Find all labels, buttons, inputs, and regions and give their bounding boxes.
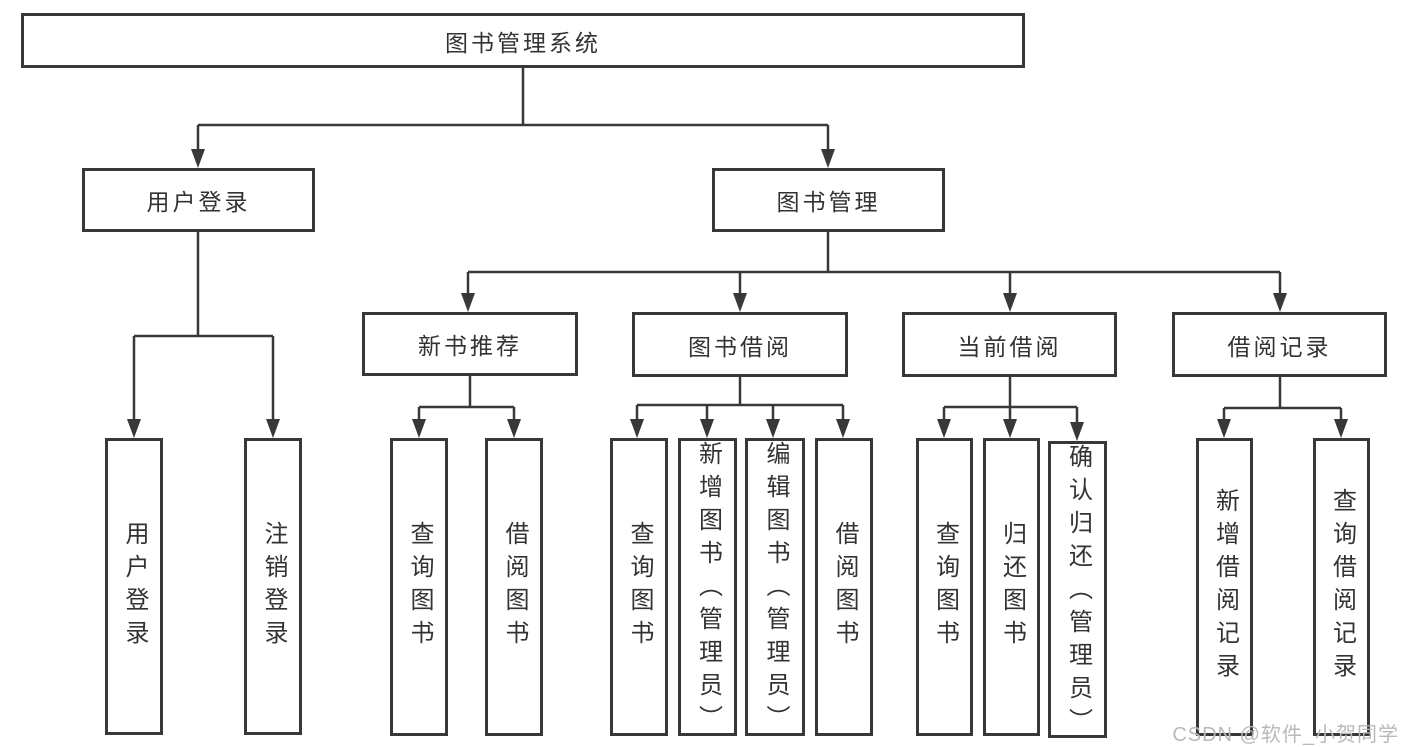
leaf-edit-books-admin: 编辑图书（管理员） (745, 438, 805, 738)
watermark-text: CSDN @软件_小贺同学 (1172, 724, 1399, 746)
leaf-return-books: 归还图书 (983, 438, 1040, 736)
node-user-login: 用户登录 (82, 168, 315, 232)
node-current-borrow: 当前借阅 (902, 312, 1117, 377)
leaf-query-books-1: 查询图书 (390, 438, 448, 736)
node-book-management: 图书管理 (712, 168, 945, 232)
node-borrow-records: 借阅记录 (1172, 312, 1387, 377)
node-library-system: 图书管理系统 (21, 13, 1025, 68)
leaf-add-borrow-record: 新增借阅记录 (1196, 438, 1253, 736)
leaf-borrow-books-1: 借阅图书 (485, 438, 543, 736)
leaf-user-login: 用户登录 (105, 438, 163, 735)
node-book-borrow: 图书借阅 (632, 312, 848, 377)
leaf-query-books-2: 查询图书 (610, 438, 668, 736)
leaf-logout-login: 注销登录 (244, 438, 302, 735)
leaf-query-books-3: 查询图书 (916, 438, 973, 736)
node-new-book-recommend: 新书推荐 (362, 312, 578, 376)
leaf-confirm-return-admin: 确认归还（管理员） (1048, 441, 1107, 741)
leaf-query-borrow-record: 查询借阅记录 (1313, 438, 1370, 736)
leaf-borrow-books-2: 借阅图书 (815, 438, 873, 736)
leaf-add-books-admin: 新增图书（管理员） (678, 438, 737, 738)
